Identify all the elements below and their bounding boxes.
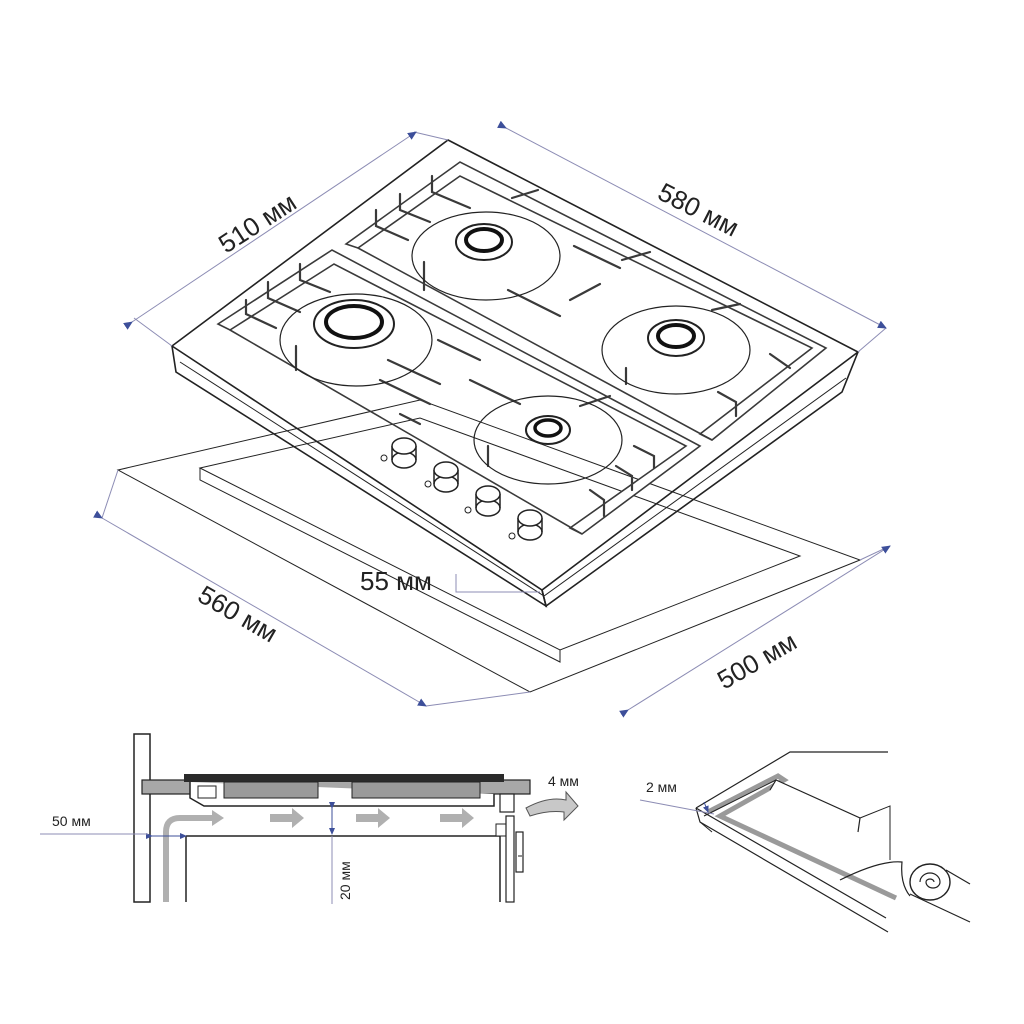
burner-left-large (279, 293, 433, 387)
wall-gap-label: 50 мм (52, 813, 91, 829)
cutout-depth-label: 500 мм (712, 626, 802, 695)
cross-section (40, 733, 579, 904)
burner-right (601, 305, 751, 395)
knob-1 (380, 437, 417, 469)
front-gap-label: 4 мм (548, 773, 579, 789)
airflow-arrows (270, 808, 474, 828)
vent-gap-label: 20 мм (337, 861, 353, 900)
knob-2 (424, 461, 459, 493)
wall (133, 733, 151, 903)
hob-width-label: 580 мм (653, 177, 744, 243)
seal-roll (909, 863, 951, 901)
knob-4 (508, 509, 543, 541)
seal-thickness-label: 2 мм (646, 779, 677, 795)
grate-front (216, 249, 702, 535)
hob-depth-label: 510 мм (213, 187, 302, 259)
knob-3 (464, 485, 501, 517)
burner-front-small (473, 395, 623, 485)
burner-rear (411, 211, 561, 301)
seal-strip (706, 773, 898, 901)
seal-detail (639, 751, 971, 933)
outflow-arrow (525, 790, 579, 822)
hob-height-label: 55 мм (360, 566, 432, 596)
hob-glass (184, 774, 504, 782)
cutout-width-label: 560 мм (193, 579, 283, 648)
control-knobs (380, 437, 543, 541)
airflow-path (163, 815, 212, 902)
dimension-lines (93, 120, 891, 718)
